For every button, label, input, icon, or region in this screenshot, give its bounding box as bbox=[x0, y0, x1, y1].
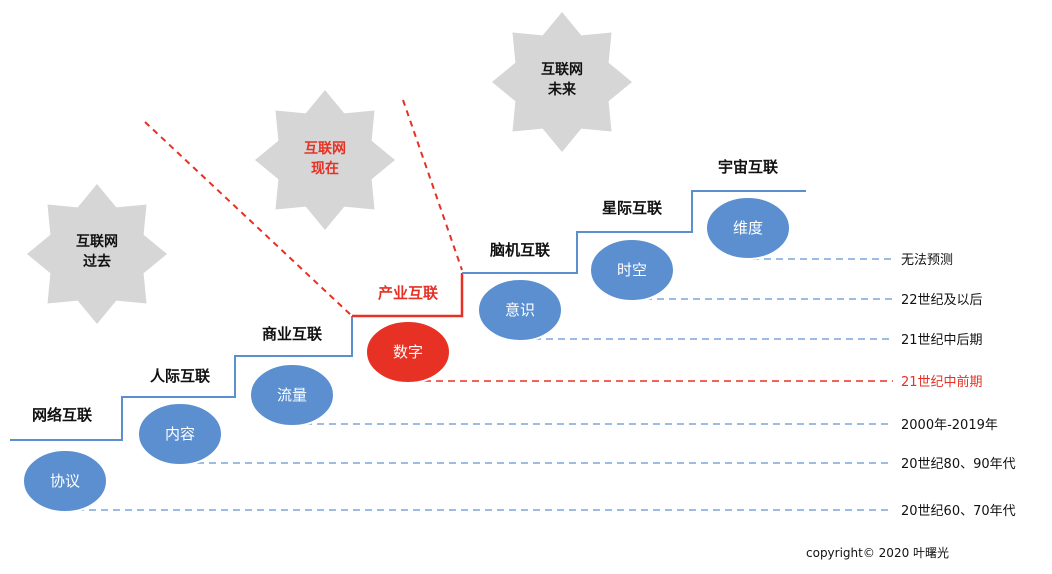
star-present: 互联网 现在 bbox=[255, 90, 395, 230]
staircase-blue-lower bbox=[10, 316, 353, 441]
circle-protocol: 协议 bbox=[22, 449, 108, 513]
circle-content: 内容 bbox=[137, 402, 223, 466]
era-label-60s-70s: 20世纪60、70年代 bbox=[901, 504, 1016, 519]
step-label-brain-computer: 脑机互联 bbox=[490, 241, 551, 259]
step-label-interstellar: 星际互联 bbox=[602, 199, 663, 217]
star-past-line1: 互联网 bbox=[76, 234, 118, 250]
step-label-network: 网络互联 bbox=[32, 406, 93, 424]
star-present-shape bbox=[255, 90, 395, 230]
circle-digital-label: 数字 bbox=[393, 343, 423, 361]
circle-traffic: 流量 bbox=[249, 363, 335, 427]
circle-consciousness: 意识 bbox=[477, 278, 563, 342]
step-label-commerce: 商业互联 bbox=[262, 325, 323, 343]
star-future-line2: 未来 bbox=[548, 81, 577, 98]
star-past-line2: 过去 bbox=[83, 253, 111, 270]
star-past: 互联网 过去 bbox=[27, 184, 167, 324]
step-label-interpersonal: 人际互联 bbox=[150, 367, 211, 385]
present-boundary-right bbox=[402, 99, 463, 271]
circle-content-label: 内容 bbox=[165, 425, 195, 443]
era-label-21st-late: 21世纪中后期 bbox=[901, 333, 983, 348]
era-label-2000-2019: 2000年-2019年 bbox=[901, 418, 998, 433]
circle-dimension: 维度 bbox=[705, 196, 791, 260]
star-present-line2: 现在 bbox=[311, 160, 339, 177]
star-future: 互联网 未来 bbox=[492, 12, 632, 152]
circle-digital: 数字 bbox=[365, 320, 451, 384]
circle-consciousness-label: 意识 bbox=[505, 301, 535, 319]
step-label-industry: 产业互联 bbox=[378, 284, 439, 302]
circle-dimension-label: 维度 bbox=[733, 219, 763, 237]
era-label-80s-90s: 20世纪80、90年代 bbox=[901, 457, 1016, 472]
circle-spacetime-label: 时空 bbox=[617, 261, 647, 279]
era-label-21st-early: 21世纪中前期 bbox=[901, 374, 983, 390]
step-label-cosmic: 宇宙互联 bbox=[718, 158, 779, 176]
copyright-text: copyright© 2020 叶曙光 bbox=[806, 546, 949, 560]
circle-protocol-label: 协议 bbox=[50, 472, 80, 490]
staircase-red-present bbox=[352, 273, 464, 318]
star-past-shape bbox=[27, 184, 167, 324]
circle-spacetime: 时空 bbox=[589, 238, 675, 302]
circle-traffic-label: 流量 bbox=[277, 386, 307, 404]
staircase-blue-upper bbox=[462, 190, 806, 274]
star-future-shape bbox=[492, 12, 632, 152]
era-label-unpredictable: 无法预测 bbox=[901, 253, 953, 268]
star-future-line1: 互联网 bbox=[541, 62, 583, 78]
star-present-line1: 互联网 bbox=[304, 141, 346, 157]
present-boundary-left bbox=[144, 121, 353, 317]
era-label-22nd-century: 22世纪及以后 bbox=[901, 293, 983, 308]
staircase bbox=[10, 190, 806, 441]
